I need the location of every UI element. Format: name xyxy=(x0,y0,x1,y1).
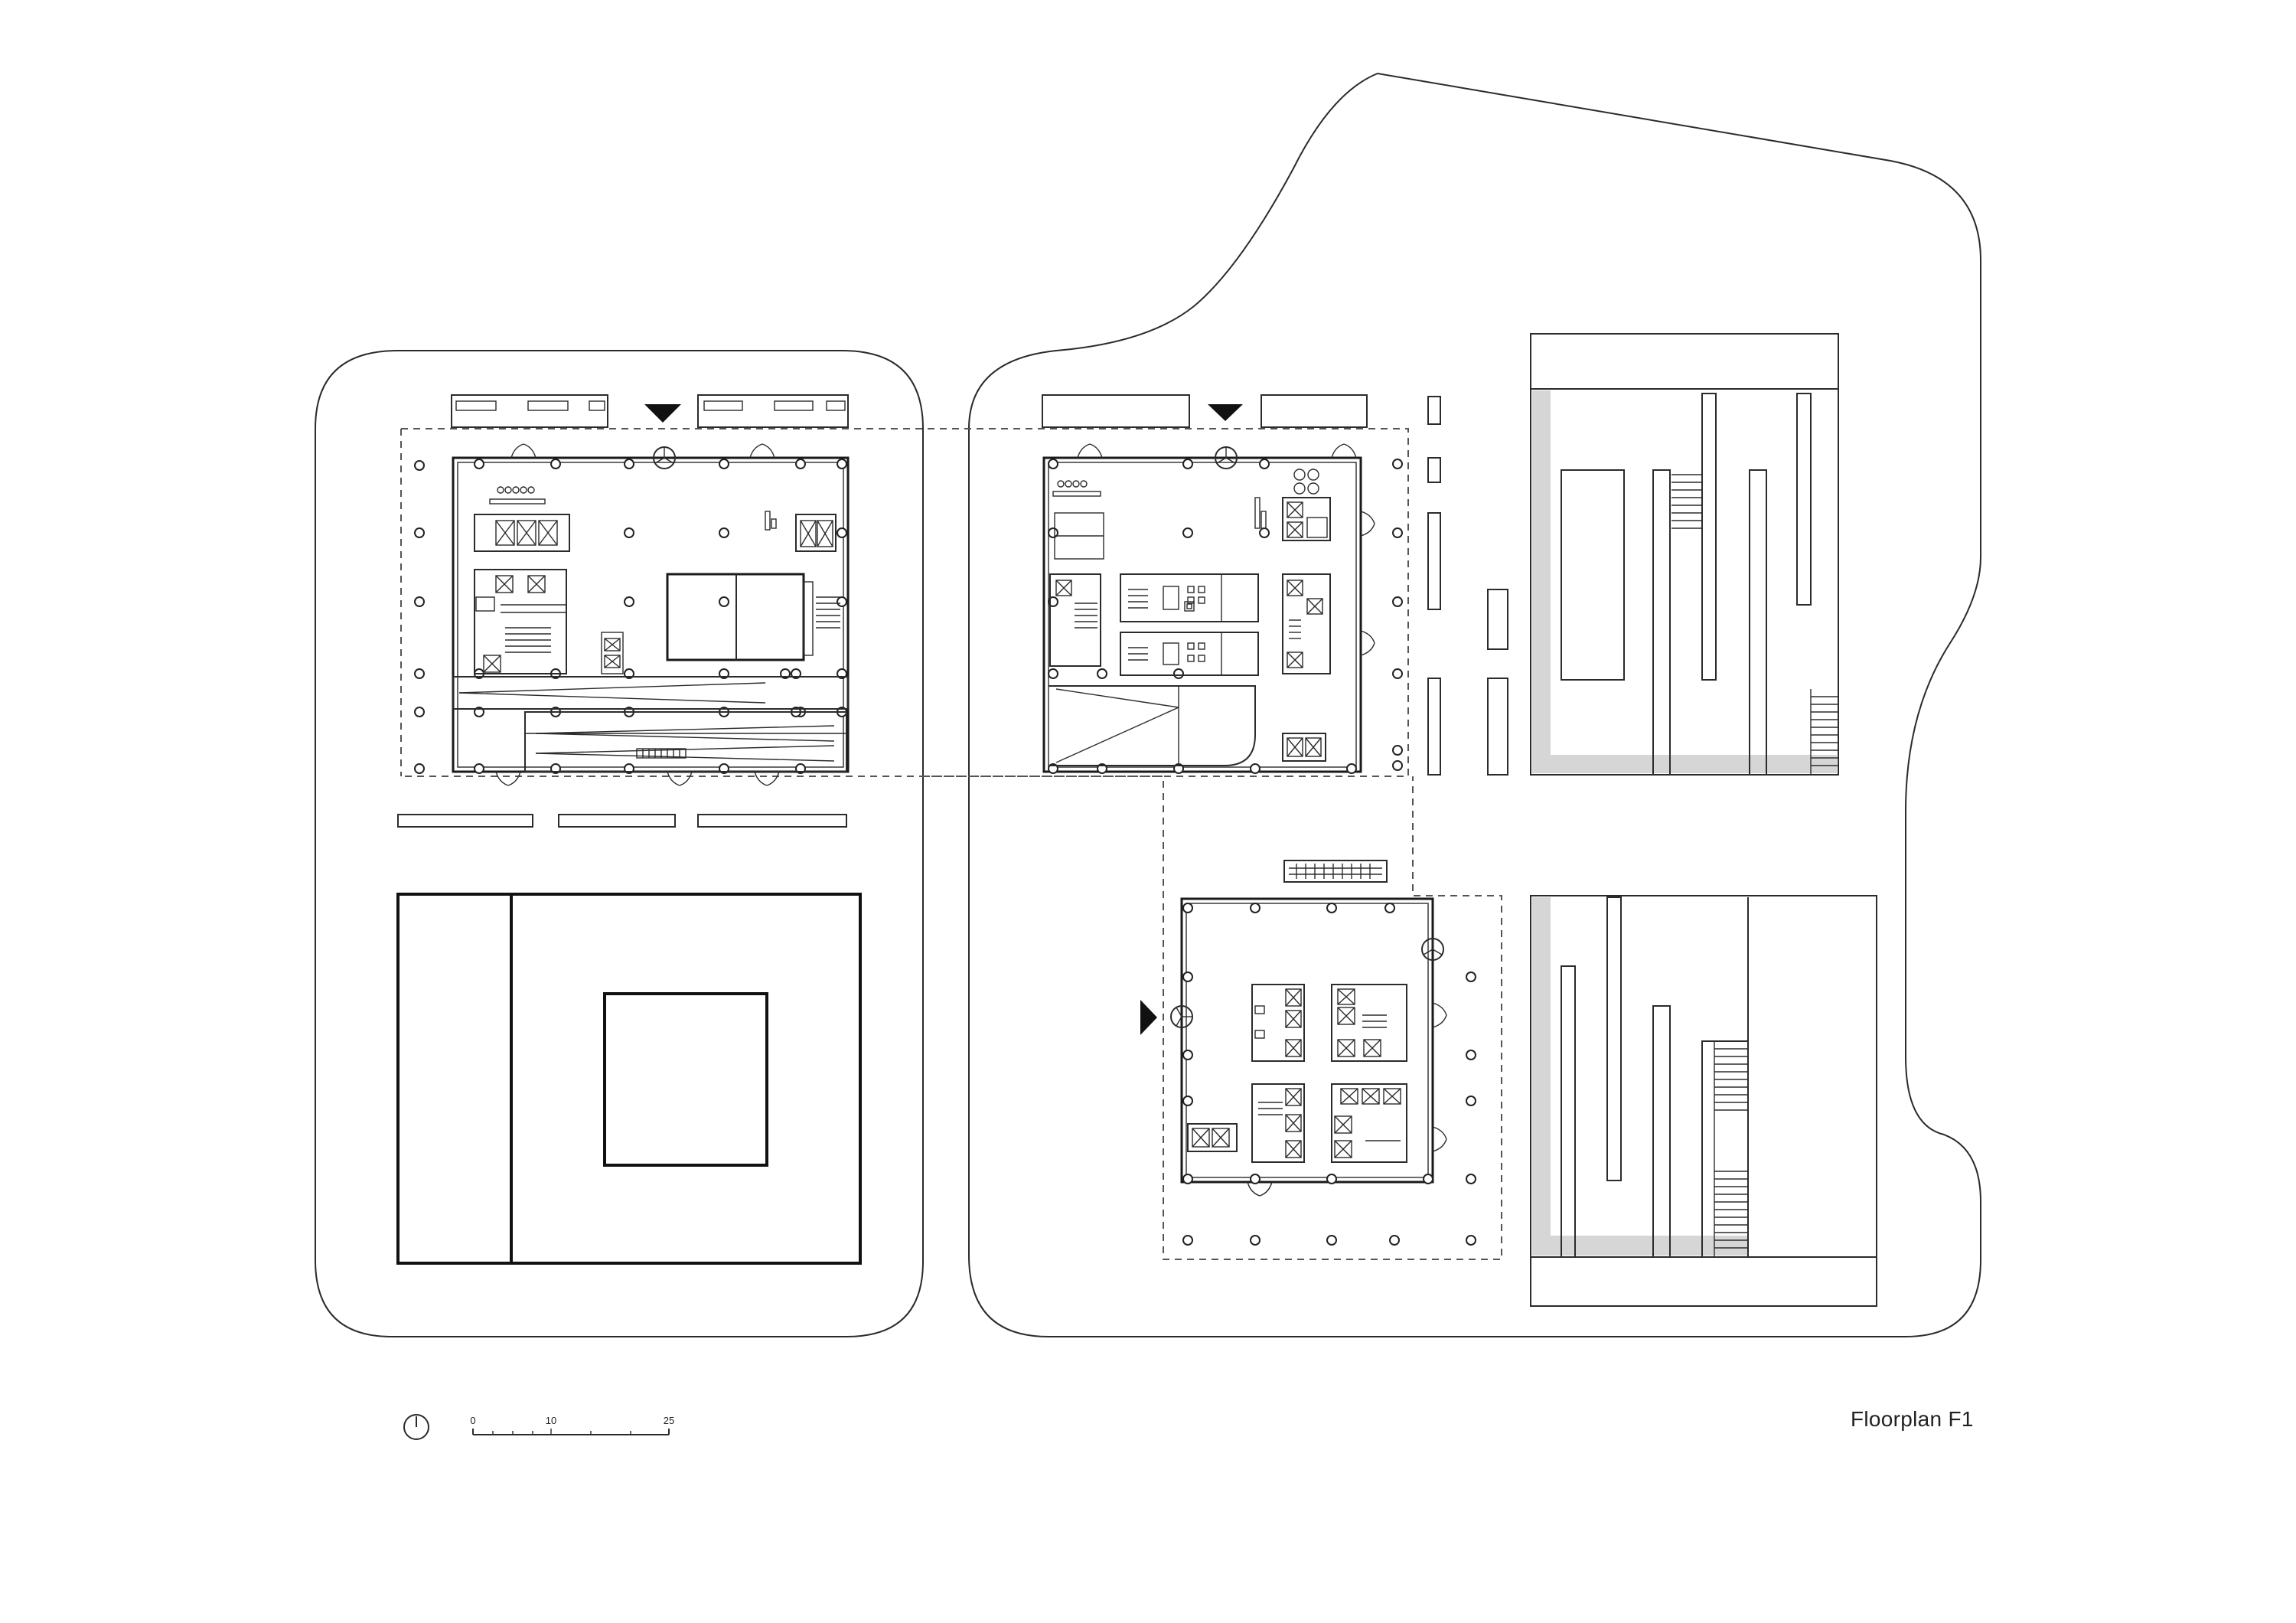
revolving-door-icon xyxy=(1215,446,1238,469)
right-block-upper xyxy=(1530,333,1839,776)
plan-title: Floorplan F1 xyxy=(1851,1407,1974,1431)
north-arrow-icon xyxy=(403,1414,429,1440)
entrance-arrow-icon xyxy=(644,404,681,423)
entrance-arrow-icon xyxy=(1140,1000,1157,1035)
scale-label-0: 0 xyxy=(470,1415,475,1426)
scale-label-25: 25 xyxy=(664,1415,674,1426)
left-building xyxy=(396,394,1409,1265)
site-outline-right xyxy=(968,72,1981,1337)
bottom-building xyxy=(1140,860,1476,1246)
right-block-lower xyxy=(1530,895,1877,1307)
revolving-door-icon xyxy=(1170,1005,1193,1028)
site-outline-left xyxy=(315,350,924,1337)
scale-bar: 0 10 25 xyxy=(470,1415,674,1435)
middle-building xyxy=(1042,394,1508,776)
scale-label-10: 10 xyxy=(546,1415,556,1426)
revolving-door-icon xyxy=(1421,938,1444,961)
entrance-arrow-icon xyxy=(1208,404,1243,421)
revolving-door-icon xyxy=(653,446,676,469)
